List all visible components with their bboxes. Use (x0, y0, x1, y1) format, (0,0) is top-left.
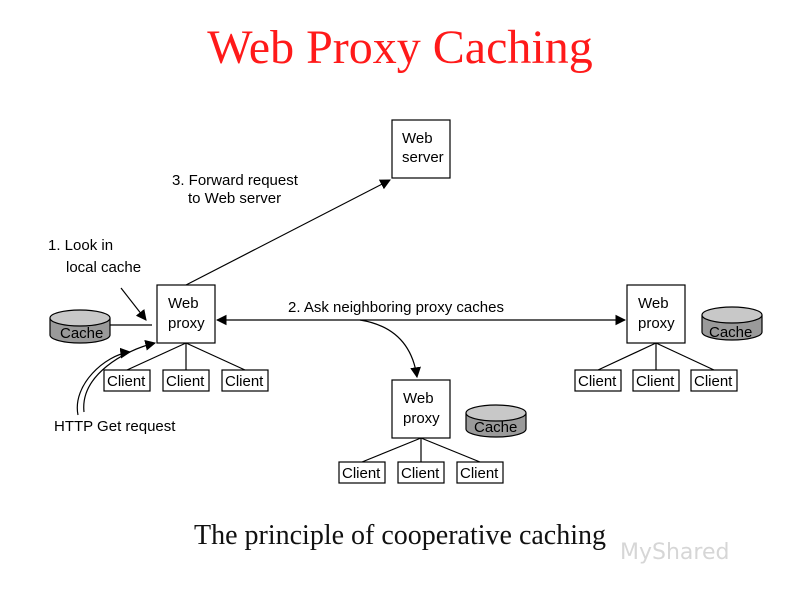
neighbor-cache-label: Cache (474, 419, 517, 436)
look-cache-arrow (120, 287, 147, 321)
neighbor-proxy-label-2: proxy (403, 410, 440, 427)
right-clients: Client Client Client (574, 369, 738, 392)
ask-neighbors-label: 2. Ask neighboring proxy caches (288, 299, 504, 316)
slide-title: Web Proxy Caching (207, 21, 593, 74)
local-proxy-label-1: Web (168, 295, 199, 312)
local-cache-label: Cache (60, 325, 103, 342)
right-cache-label: Cache (709, 324, 752, 341)
query-neighbor-arrow (359, 319, 421, 379)
web-server-label-1: Web (402, 130, 433, 147)
client-links (126, 342, 715, 463)
http-get-arrow-2 (83, 339, 157, 413)
http-get-label: HTTP Get request (54, 418, 176, 435)
neighbor-proxy-label-1: Web (403, 390, 434, 407)
neighbor-clients: Client Client Client (338, 461, 504, 484)
right-proxy-label-1: Web (638, 295, 669, 312)
local-clients: Client Client Client (103, 369, 269, 392)
right-cache-cylinder: Cache (701, 306, 763, 341)
client-box: Client (166, 373, 205, 390)
web-server-label-2: server (402, 149, 444, 166)
caption: The principle of cooperative caching (193, 520, 607, 551)
client-box: Client (578, 373, 617, 390)
look-cache-label-1: 1. Look in (48, 237, 113, 254)
client-box: Client (107, 373, 146, 390)
right-proxy-label-2: proxy (638, 315, 675, 332)
watermark: MyShared (620, 540, 730, 565)
forward-request-label-2: to Web server (188, 190, 281, 207)
neighbor-cache-cylinder: Cache (465, 404, 527, 438)
client-box: Client (460, 465, 499, 482)
local-proxy-node: Web proxy (156, 284, 216, 344)
client-box: Client (694, 373, 733, 390)
forward-request-arrow (185, 179, 391, 286)
neighbor-proxy-node: Web proxy (391, 379, 451, 439)
right-proxy-node: Web proxy (626, 284, 686, 344)
client-box: Client (342, 465, 381, 482)
client-box: Client (636, 373, 675, 390)
web-server-node: Web server (391, 119, 451, 179)
local-cache-cylinder: Cache (49, 309, 111, 344)
forward-request-label-1: 3. Forward request (172, 172, 299, 189)
client-box: Client (225, 373, 264, 390)
client-box: Client (401, 465, 440, 482)
look-cache-label-2: local cache (66, 259, 141, 276)
local-proxy-label-2: proxy (168, 315, 205, 332)
http-get-arrow-1 (76, 347, 132, 416)
